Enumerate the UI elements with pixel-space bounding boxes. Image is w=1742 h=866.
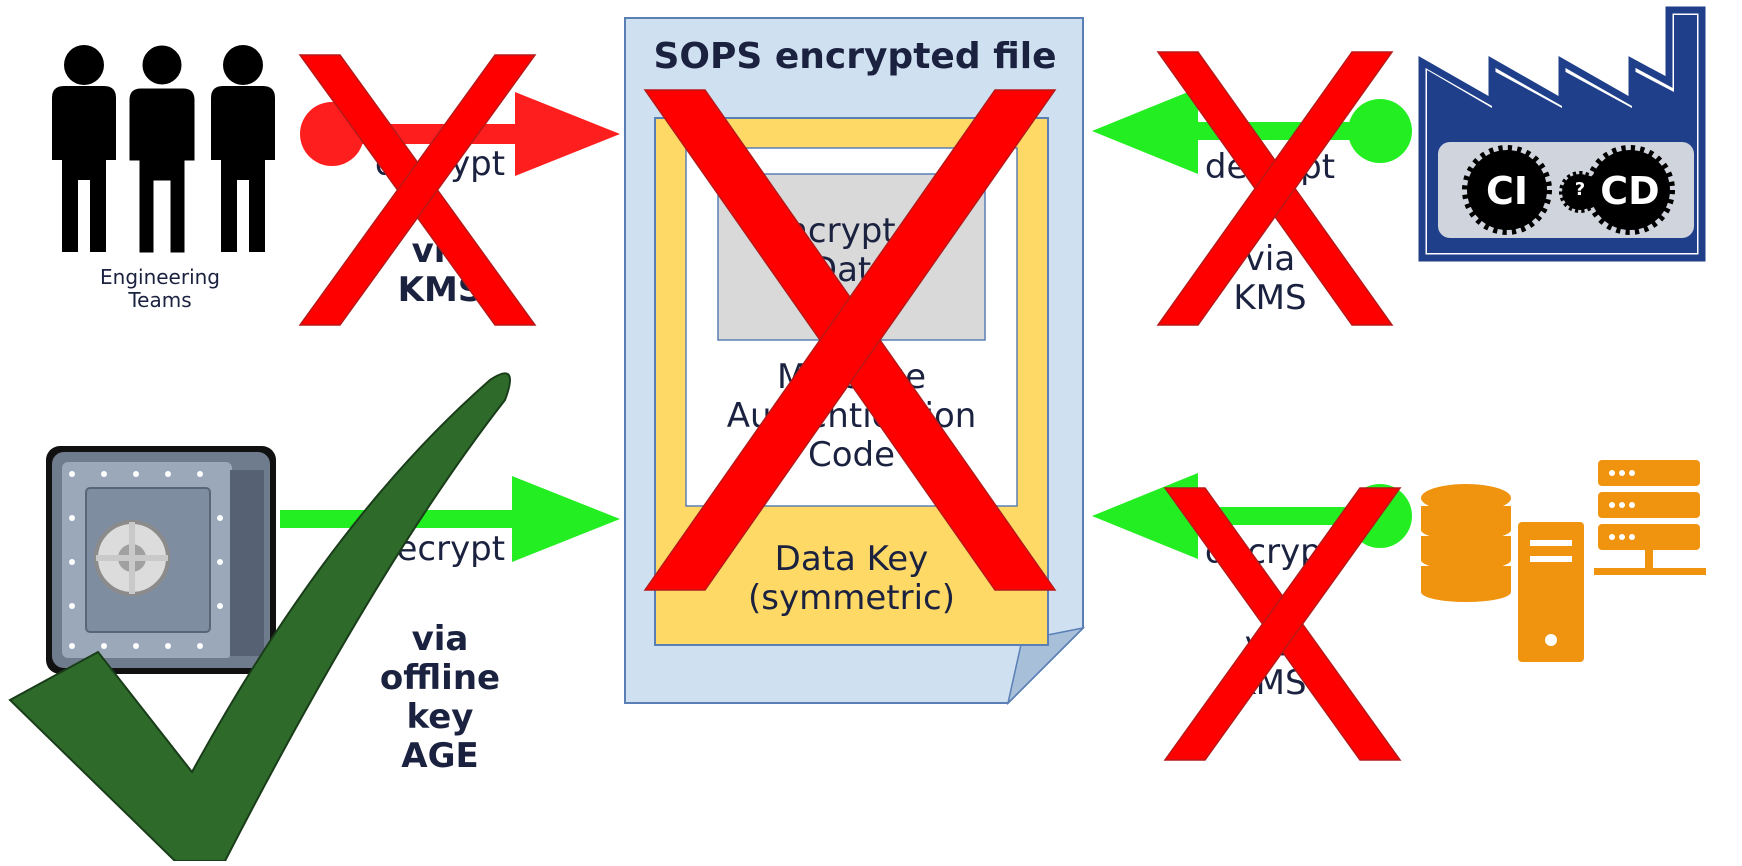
engineering-teams-caption: Engineering Teams [100,265,220,312]
ci-cd-separator-label: ? [1574,179,1586,200]
file-title: SOPS encrypted file [653,36,1057,77]
cross-cicd-kms-icon [1156,51,1394,326]
data-key-label: Data Key (symmetric) [748,539,955,619]
approved-checkmark-icon [8,372,511,861]
cd-label: CD [1600,169,1660,213]
cicd-via-kms-label: via KMS [1233,239,1307,319]
vault-safe-icon [46,446,276,674]
servers-database-icon [1421,460,1706,662]
ci-gear-icon [1462,145,1552,235]
cross-file-icon [643,89,1057,591]
cross-team-kms-icon [298,54,537,326]
cd-gear-icon [1585,145,1675,235]
cross-servers-kms-icon [1163,487,1402,761]
vault-via-age-label: via offline key AGE [379,619,501,777]
engineering-teams-icon [52,42,275,256]
small-gear-icon [1559,171,1601,213]
cicd-factory-icon [1418,6,1706,262]
ci-label: CI [1485,169,1529,213]
